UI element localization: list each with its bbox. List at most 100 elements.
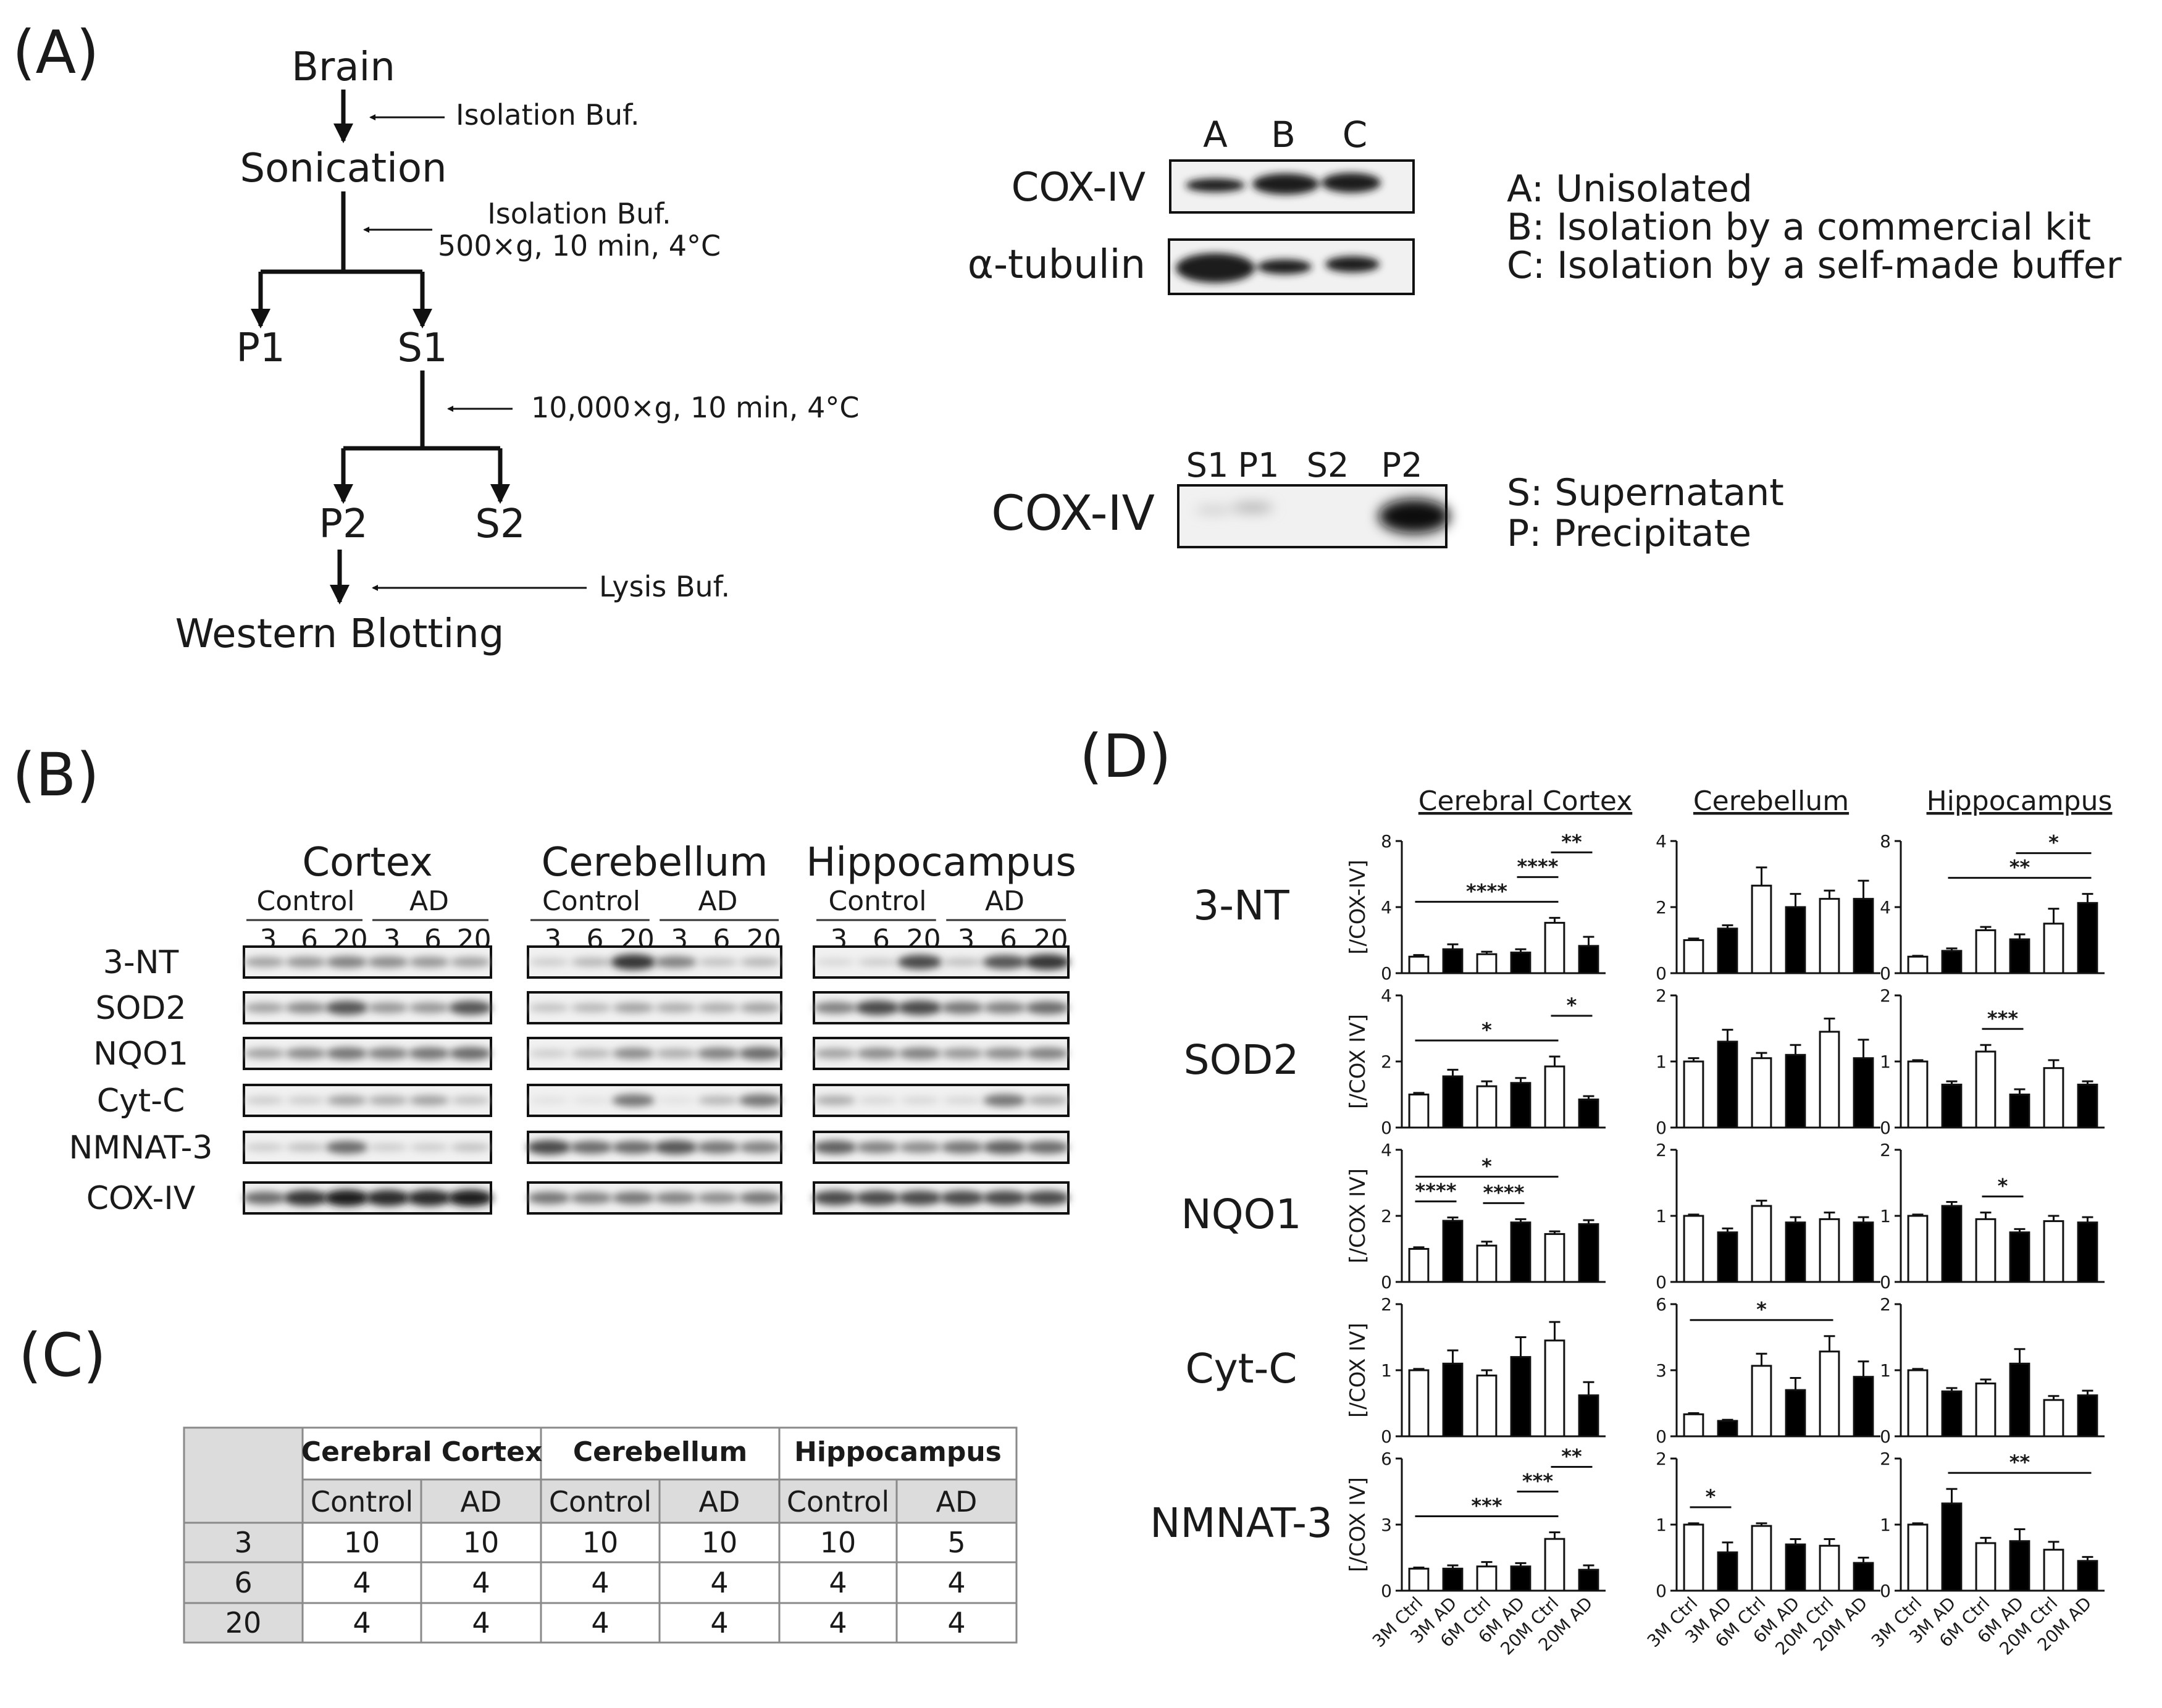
y-tick-label: 0: [1880, 1118, 1891, 1138]
bar: [1941, 1390, 1963, 1438]
bar: [1442, 1220, 1464, 1283]
bar: [2043, 1399, 2064, 1438]
y-tick-label: 0: [1381, 1581, 1392, 1601]
band: [1186, 178, 1245, 192]
bar: [1510, 952, 1531, 974]
band: [656, 1097, 696, 1104]
band: [285, 1002, 327, 1014]
table-cell: 4: [472, 1566, 490, 1599]
band: [738, 1047, 782, 1060]
band: [857, 1097, 898, 1104]
band: [898, 1047, 942, 1060]
band: [857, 958, 898, 966]
lane-label-c: C: [1343, 114, 1368, 156]
table-subheader: AD: [936, 1485, 978, 1518]
table-age: 3: [234, 1526, 252, 1559]
y-tick-label: 2: [1381, 1206, 1392, 1226]
table-age-cell: [184, 1562, 303, 1603]
table-cell: 4: [353, 1566, 371, 1599]
table-header-region: Hippocampus: [794, 1436, 1002, 1468]
significance-label: *: [1756, 1298, 1767, 1321]
band: [697, 1095, 739, 1105]
bar: [1408, 1369, 1430, 1438]
table-cell: 4: [591, 1566, 609, 1599]
bar: [1476, 1244, 1498, 1283]
band: [245, 1096, 285, 1105]
band: [529, 1003, 569, 1012]
panel-a-label: (A): [12, 18, 99, 87]
y-tick-label: 0: [1381, 963, 1392, 984]
bar: [1544, 1339, 1565, 1438]
band: [941, 1141, 984, 1153]
band: [856, 1141, 899, 1153]
table-header-region: Cerebral Cortex: [301, 1436, 542, 1468]
row-label: NQO1: [1181, 1191, 1301, 1238]
band: [1024, 954, 1070, 970]
band: [450, 957, 491, 968]
row-label: 3-NT: [1193, 882, 1289, 929]
blot-bands-fraction: [1195, 499, 1450, 534]
bar: [2009, 938, 2030, 974]
band: [983, 1002, 1026, 1014]
band: [1025, 1141, 1069, 1154]
significance-label: *: [1481, 1018, 1492, 1042]
bar: [1785, 906, 1806, 974]
band: [449, 1047, 492, 1060]
band: [900, 1097, 940, 1104]
significance-label: ****: [1517, 855, 1559, 878]
y-tick-label: 2: [1381, 1052, 1392, 1072]
lane-label-a: A: [1203, 114, 1228, 156]
y-tick-label: 4: [1880, 897, 1891, 918]
group-label-control: Control: [828, 885, 926, 917]
region-title-cerebellum: Cerebellum: [542, 840, 768, 885]
band: [1024, 1191, 1070, 1205]
band: [1176, 253, 1255, 283]
band: [942, 958, 983, 966]
band: [571, 1097, 611, 1104]
band: [408, 1002, 450, 1013]
significance-label: ****: [1415, 1179, 1457, 1203]
significance-label: *: [1481, 1155, 1492, 1178]
flow-s2: S2: [475, 501, 525, 547]
band: [983, 1141, 1027, 1154]
y-tick-label: 8: [1381, 831, 1392, 852]
band: [611, 954, 656, 970]
group-label-control: Control: [542, 885, 640, 917]
bar: [1578, 1099, 1599, 1129]
bar: [1683, 939, 1704, 974]
significance-label: *: [1706, 1485, 1716, 1509]
legend-b: B: Isolation by a commercial kit: [1507, 206, 2091, 249]
band: [942, 1097, 983, 1104]
row-label: Cyt-C: [1186, 1345, 1297, 1392]
bar: [1442, 1567, 1464, 1592]
bar: [1717, 1551, 1738, 1592]
bar: [1907, 1215, 1929, 1283]
bar: [1717, 1040, 1738, 1129]
lane-label-p1: P1: [1238, 446, 1280, 485]
band: [739, 1002, 781, 1013]
legend-p: P: Precipitate: [1507, 512, 1751, 555]
bar: [1751, 1205, 1772, 1283]
table-cell: 10: [463, 1526, 500, 1559]
y-axis-label: [/COX IV]: [1346, 1477, 1370, 1572]
region-title-cortex: Cortex: [302, 840, 432, 885]
table-age-cell: [184, 1523, 303, 1562]
y-tick-label: 0: [1656, 1272, 1667, 1292]
flow-spin-1: 500×g, 10 min, 4°C: [438, 229, 721, 262]
bar: [1941, 1502, 1963, 1592]
protein-label-3-nt: 3-NT: [103, 944, 179, 981]
band: [571, 1003, 612, 1013]
band: [655, 1003, 697, 1013]
bar: [2009, 1231, 2030, 1283]
bar: [2077, 1221, 2098, 1283]
table-cell: 4: [710, 1606, 728, 1639]
flow-sonication: Sonication: [240, 146, 446, 191]
significance-label: **: [1561, 830, 1582, 853]
bar: [1476, 953, 1498, 974]
significance-label: **: [2009, 1451, 2030, 1474]
blot-bands-top: [1176, 173, 1381, 283]
band: [285, 1047, 327, 1060]
